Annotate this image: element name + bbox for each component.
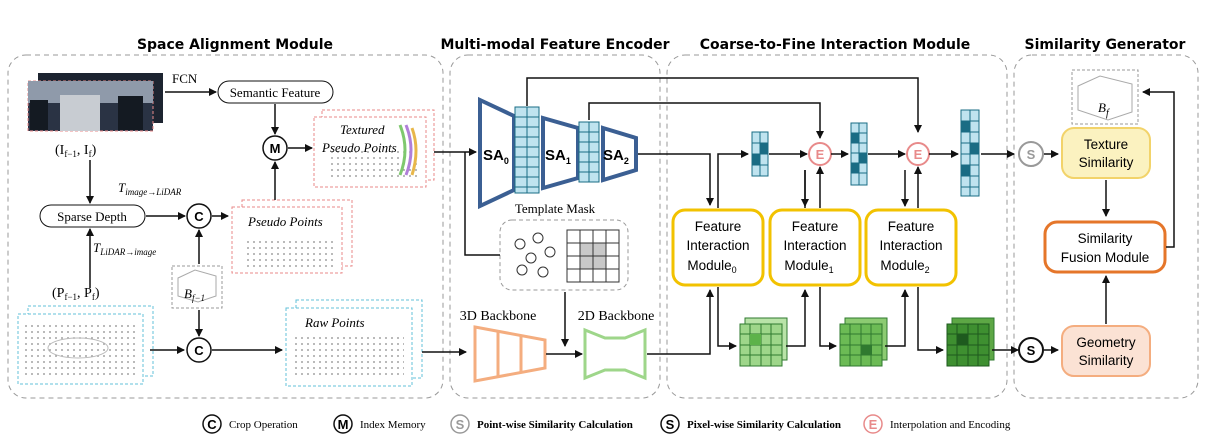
index-memory-node <box>262 135 288 161</box>
svg-text:Module2: Module2 <box>880 258 929 275</box>
sa0-label: SA0 <box>483 147 509 166</box>
textured-label-2: Pseudo Points <box>321 140 397 155</box>
similarity-panel <box>1013 54 1199 399</box>
legend-interp: Interpolation and Encoding <box>890 419 1011 431</box>
camera-images <box>27 73 163 132</box>
template-mask-label: Template Mask <box>515 201 596 216</box>
bbox-prev-label: Bf−1 <box>184 286 205 303</box>
section-title-space: Space Alignment Module <box>137 37 333 53</box>
image-feature-grid-2 <box>946 317 995 367</box>
fim-feature-col-0 <box>751 131 769 177</box>
svg-text:Interaction: Interaction <box>879 238 942 253</box>
fim-feature-col-2 <box>960 109 980 197</box>
section-title-interaction: Coarse-to-Fine Interaction Module <box>700 37 971 53</box>
svg-text:Interaction: Interaction <box>783 238 846 253</box>
geometry-similarity-box <box>1061 325 1151 377</box>
fim-1: Feature Interaction Module1 <box>768 208 862 287</box>
texture-similarity-label-1: Texture <box>1084 137 1128 152</box>
svg-text:S: S <box>1027 343 1036 358</box>
sa2-label: SA2 <box>603 147 629 166</box>
section-title-similarity: Similarity Generator <box>1025 37 1186 53</box>
fim-feature-col-1 <box>850 122 868 186</box>
pixelwise-node <box>1018 337 1044 363</box>
sa1-feature <box>578 121 600 183</box>
pointwise-node <box>1018 141 1044 167</box>
svg-text:C: C <box>194 343 204 358</box>
texture-similarity-box <box>1061 127 1151 179</box>
sa1-block <box>541 115 580 191</box>
sa2-block <box>601 125 638 183</box>
textured-label-1: Textured <box>340 122 385 137</box>
svg-text:Feature: Feature <box>792 219 839 234</box>
backbone3d-block <box>473 325 547 383</box>
svg-text:Interaction: Interaction <box>686 238 749 253</box>
semantic-feature-label: Semantic Feature <box>230 85 321 100</box>
fcn-label: FCN <box>172 71 198 86</box>
legend: C Crop Operation M Index Memory S Point-… <box>202 414 1011 434</box>
svg-text:Module0: Module0 <box>687 258 736 275</box>
raw-points-label: Raw Points <box>304 315 365 330</box>
fusion-label-2: Fusion Module <box>1061 250 1150 265</box>
sa1-label: SA1 <box>545 147 571 166</box>
fim-0: Feature Interaction Module0 <box>671 208 765 287</box>
template-mask-points <box>514 232 556 278</box>
sa0-block <box>478 96 516 210</box>
legend-pointwise: Point-wise Similarity Calculation <box>477 419 633 431</box>
sparse-depth-box <box>39 204 146 228</box>
backbone2d-block <box>583 327 647 381</box>
legend-index-memory: Index Memory <box>360 419 426 431</box>
svg-text:C: C <box>207 417 217 432</box>
textured-pseudo-points <box>313 109 435 188</box>
svg-text:E: E <box>914 147 923 162</box>
pseudo-points-label: Pseudo Points <box>247 214 323 229</box>
svg-text:Feature: Feature <box>888 219 935 234</box>
svg-text:E: E <box>816 147 825 162</box>
svg-text:S: S <box>666 417 675 432</box>
svg-text:E: E <box>869 417 878 432</box>
lidar-points <box>17 305 154 385</box>
bbox-prev <box>171 265 223 309</box>
svg-text:C: C <box>194 209 204 224</box>
svg-text:Module1: Module1 <box>784 258 833 275</box>
texture-similarity-label-2: Similarity <box>1079 155 1134 170</box>
semantic-feature-box <box>217 80 334 104</box>
pseudo-points <box>231 199 353 274</box>
feature-encoder-panel <box>449 54 661 399</box>
geometry-similarity-label-2: Similarity <box>1079 353 1134 368</box>
bbox-current-label: Bf <box>1098 100 1110 119</box>
svg-text:S: S <box>456 417 465 432</box>
sa0-feature <box>514 106 540 194</box>
image-pair-label: (If−1, If) <box>55 143 97 159</box>
fim-2: Feature Interaction Module2 <box>864 208 958 287</box>
t-lidar-image-label: TLiDAR→image <box>93 240 156 257</box>
crop-node-bottom <box>186 337 212 363</box>
svg-text:M: M <box>338 417 349 432</box>
fusion-module-box <box>1043 220 1167 274</box>
section-title-encoder: Multi-modal Feature Encoder <box>440 37 669 53</box>
crop-node-top <box>186 203 212 229</box>
svg-text:S: S <box>1027 147 1036 162</box>
image-feature-grid-0 <box>739 317 788 367</box>
geometry-similarity-label-1: Geometry <box>1076 335 1136 350</box>
template-mask-grid <box>566 229 620 283</box>
backbone3d-label: 3D Backbone <box>460 309 537 324</box>
legend-crop: Crop Operation <box>229 419 298 431</box>
svg-text:M: M <box>270 141 281 156</box>
sparse-depth-label: Sparse Depth <box>57 209 127 224</box>
fusion-label-1: Similarity <box>1078 231 1133 246</box>
image-feature-grid-1 <box>839 317 888 367</box>
backbone2d-label: 2D Backbone <box>578 309 655 324</box>
space-alignment-panel <box>7 54 444 399</box>
t-image-lidar-label: Timage→LiDAR <box>118 180 182 197</box>
svg-text:Feature: Feature <box>695 219 742 234</box>
point-pair-label: (Pf−1, Pf) <box>52 286 100 302</box>
bbox-current <box>1071 69 1139 125</box>
raw-points <box>285 299 423 387</box>
interaction-panel <box>666 54 1008 399</box>
legend-pixelwise: Pixel-wise Similarity Calculation <box>687 419 841 431</box>
